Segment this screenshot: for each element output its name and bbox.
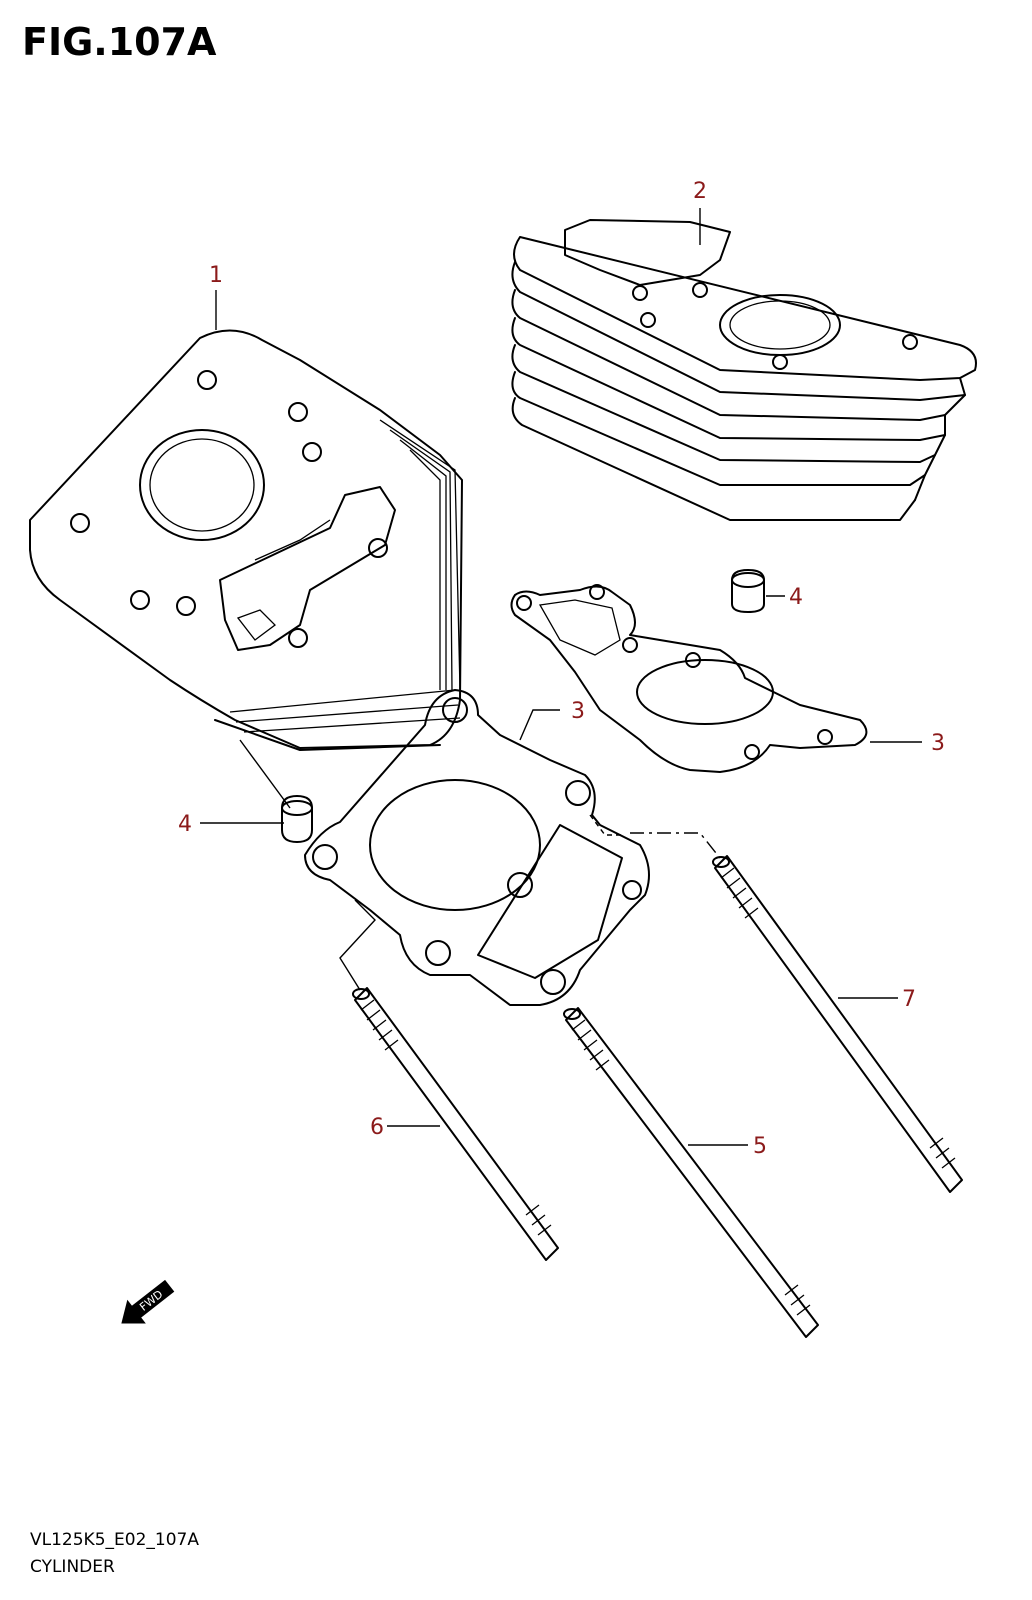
- cylinder-part-1[interactable]: [29, 329, 463, 751]
- gasket-part-3b[interactable]: [510, 584, 868, 773]
- fwd-arrow-icon: FWD: [121, 1279, 175, 1324]
- callout-4b: 4: [789, 585, 803, 610]
- dowel-pin-part-4b[interactable]: [731, 569, 765, 613]
- gasket-part-3a[interactable]: [304, 689, 650, 1006]
- callout-1: 1: [209, 263, 223, 288]
- leader-lines: [200, 208, 922, 1146]
- callout-5: 5: [753, 1134, 767, 1159]
- callout-7: 7: [902, 987, 916, 1012]
- callout-3a: 3: [571, 699, 585, 724]
- stud-bolt-part-6[interactable]: [352, 987, 559, 1261]
- callout-6: 6: [370, 1115, 384, 1140]
- figure-code: VL125K5_E02_107A: [30, 1530, 199, 1550]
- callout-2: 2: [693, 179, 707, 204]
- cylinder-part-2[interactable]: [511, 219, 977, 521]
- callout-3b: 3: [931, 731, 945, 756]
- stud-bolt-part-7[interactable]: [712, 855, 963, 1193]
- figure-title: FIG.107A: [22, 20, 217, 64]
- stud-bolt-part-5[interactable]: [563, 1007, 819, 1338]
- figure-name: CYLINDER: [30, 1557, 115, 1577]
- callout-4a: 4: [178, 812, 192, 837]
- dowel-pin-part-4a[interactable]: [281, 795, 313, 843]
